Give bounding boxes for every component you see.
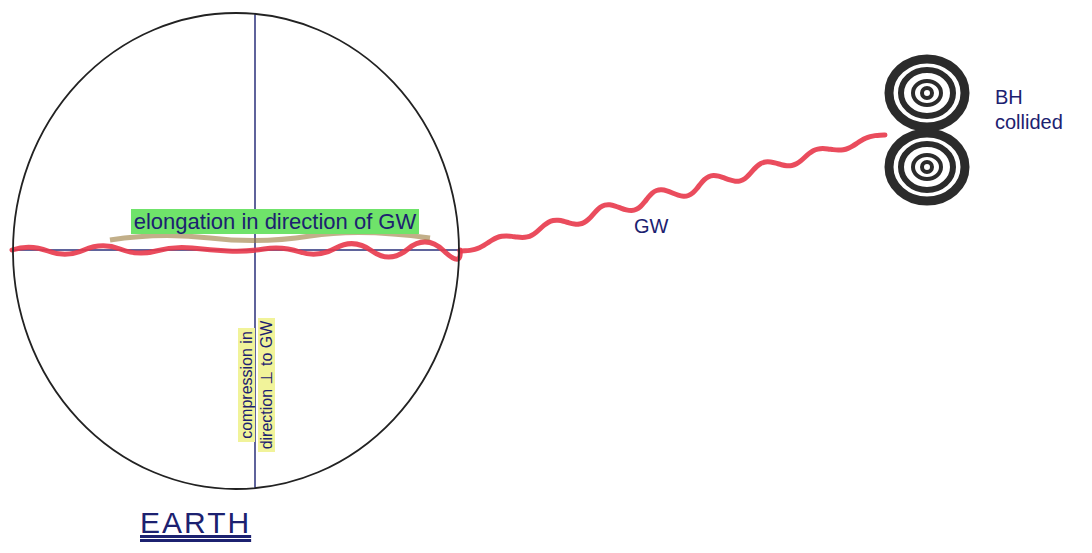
earth-circle: EARTH xyxy=(12,12,460,490)
earth-label: EARTH xyxy=(140,504,300,542)
black-hole-ring xyxy=(922,88,932,98)
highlight: elongation in direction of GW xyxy=(131,209,420,234)
black-hole-ring xyxy=(913,81,941,105)
bh-label: BH collided xyxy=(995,85,1077,135)
black-hole-ring xyxy=(913,155,941,179)
gw-wave-inside xyxy=(12,242,460,259)
wave-label: GW xyxy=(632,215,670,238)
black-hole-ring xyxy=(889,133,965,201)
earth-outline xyxy=(12,12,460,490)
black-hole-ring xyxy=(922,162,932,172)
black-hole-ring xyxy=(901,70,953,116)
black-hole-ring xyxy=(901,144,953,190)
compression-note: compression in direction ⊥ to GW xyxy=(237,305,277,465)
earth-outline xyxy=(13,13,459,489)
gravitational-wave xyxy=(460,135,885,251)
black-hole-pair: BH collided xyxy=(885,45,970,210)
elongation-note: elongation in direction of GW xyxy=(95,197,455,247)
black-hole-ring xyxy=(889,59,965,127)
black-hole-symbol xyxy=(885,45,970,210)
highlight: compression in direction ⊥ to GW xyxy=(238,318,275,453)
